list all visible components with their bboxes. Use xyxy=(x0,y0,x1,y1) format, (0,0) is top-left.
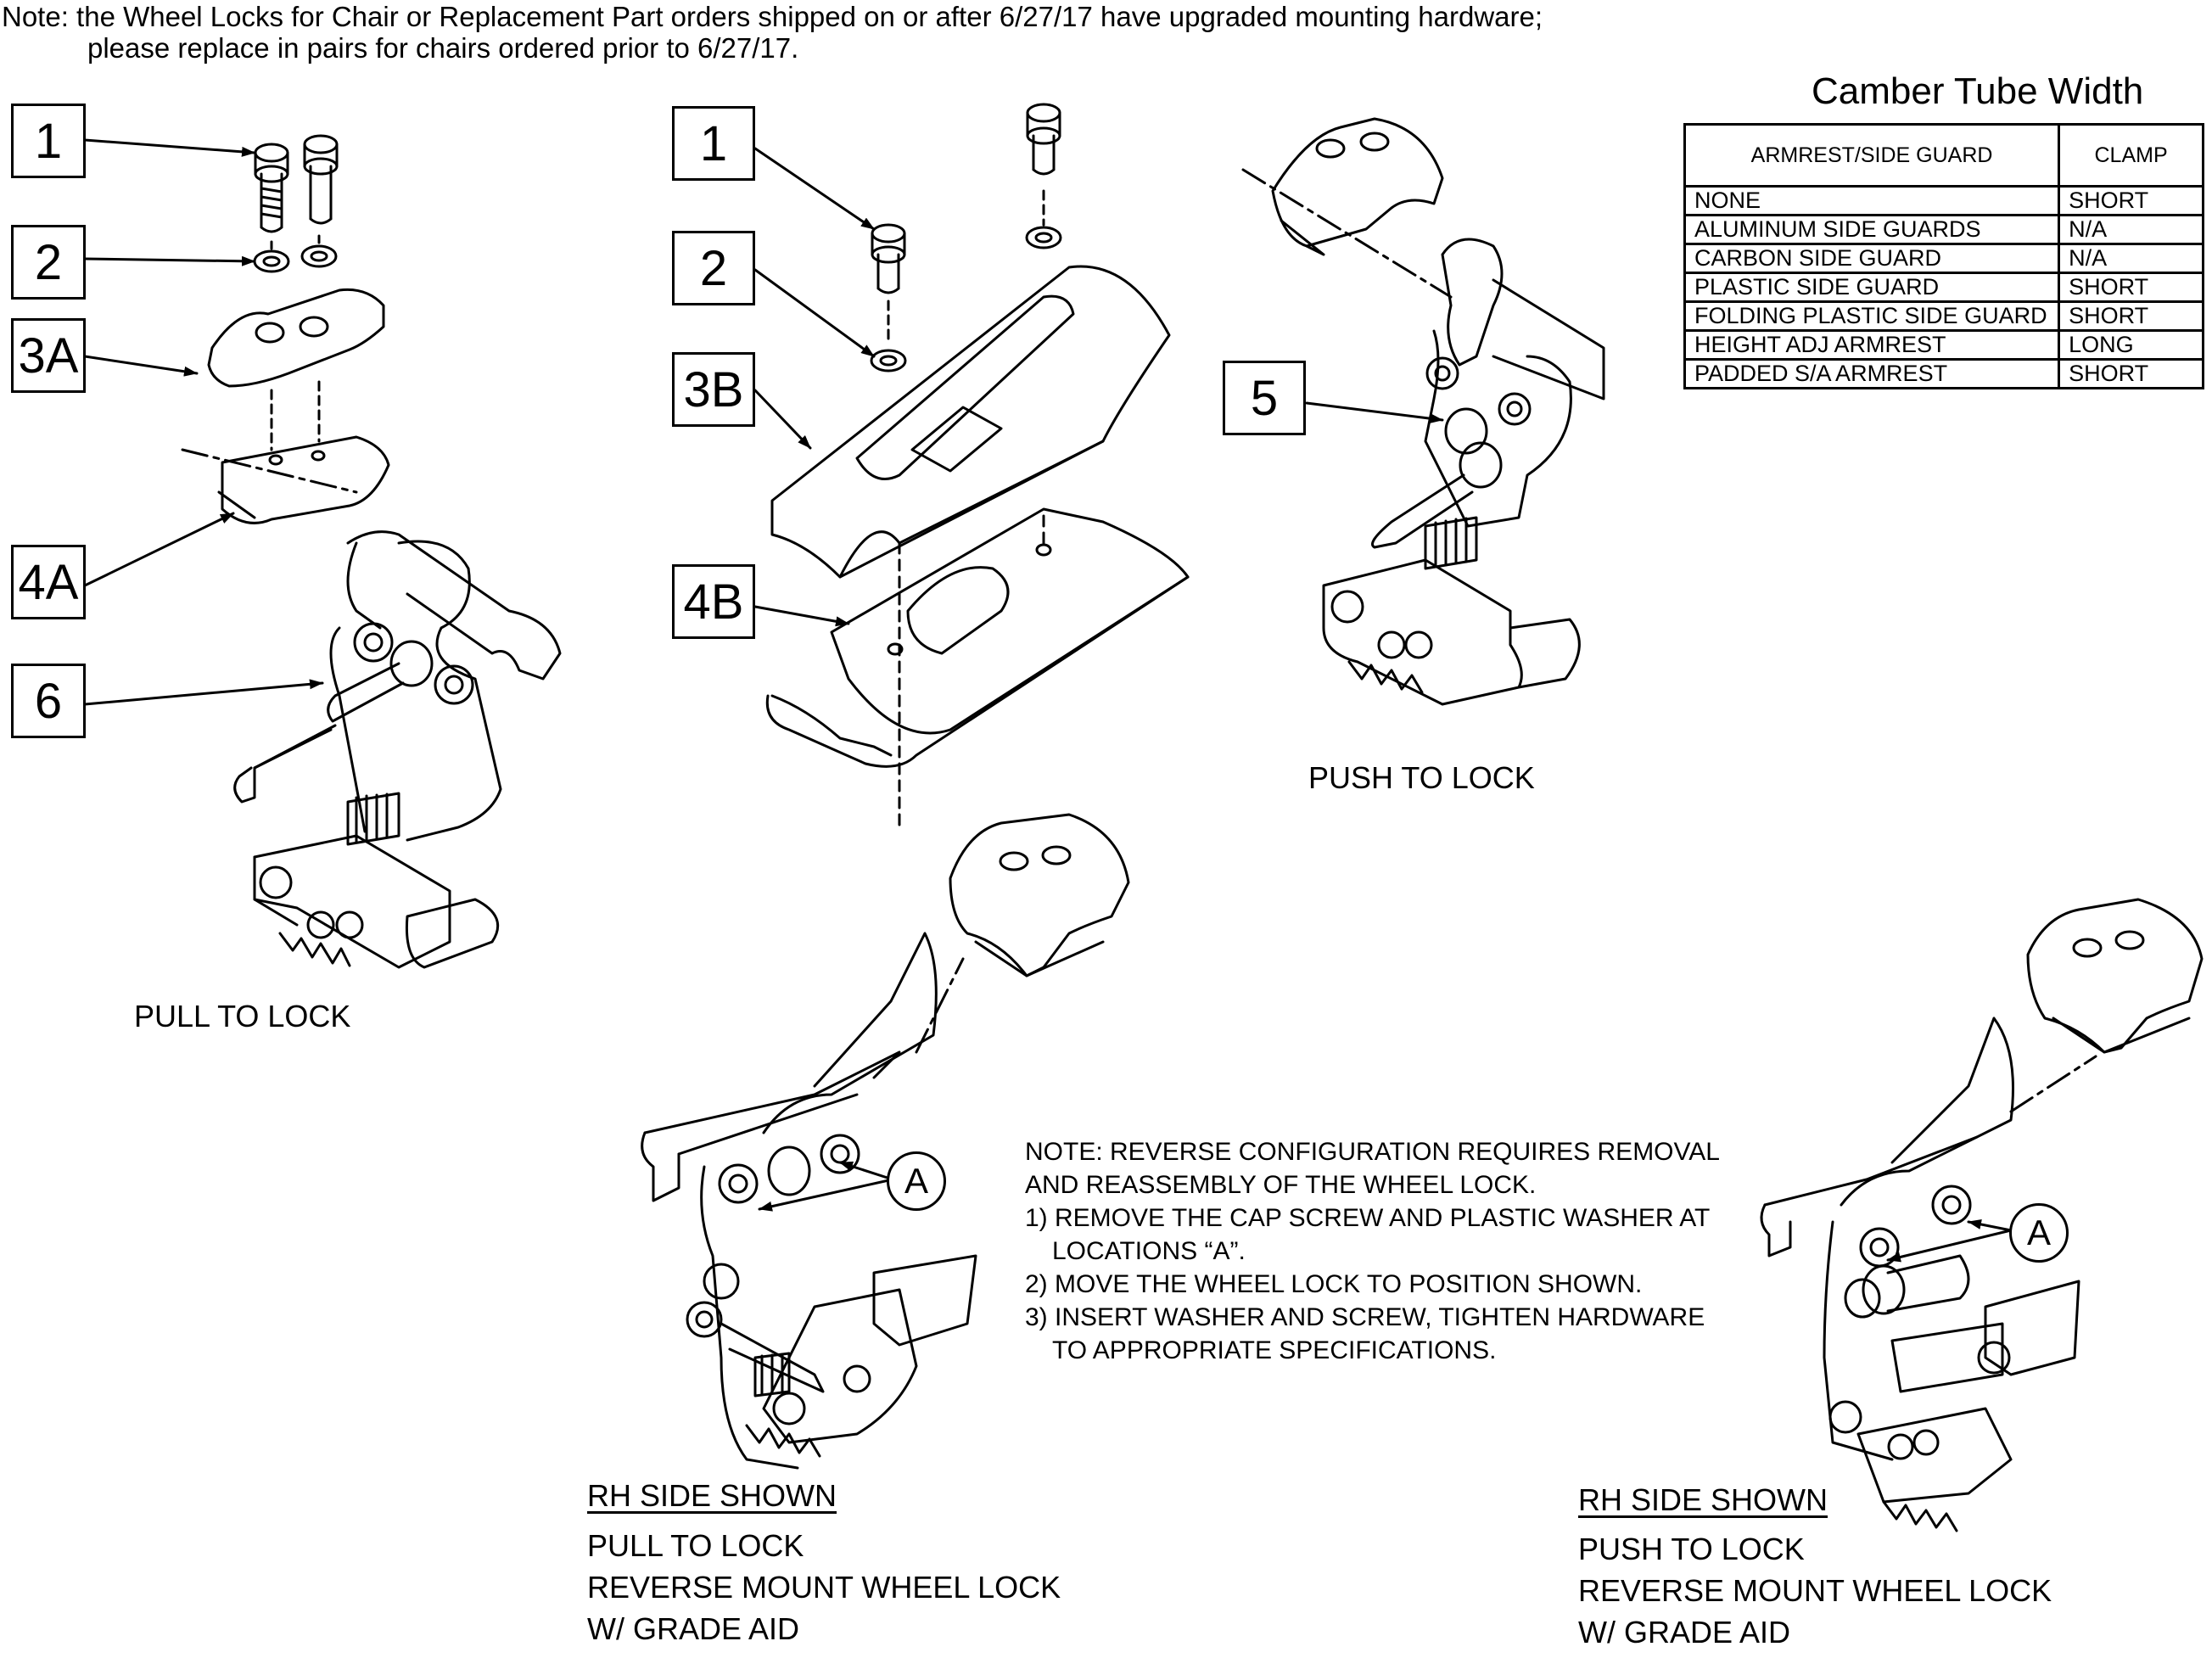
callout-box-4a: 4A xyxy=(11,545,86,619)
bottom-right-assembly-drawing xyxy=(1760,898,2204,1532)
table-cell: PADDED S/A ARMREST xyxy=(1683,358,2061,389)
reverse-note-line-4: LOCATIONS “A”. xyxy=(1052,1237,1246,1265)
table-header-armrest: ARMREST/SIDE GUARD xyxy=(1683,123,2061,188)
table-cell: HEIGHT ADJ ARMREST xyxy=(1683,329,2061,361)
table-cell: LONG xyxy=(2058,329,2204,361)
bottom-left-line-2: REVERSE MOUNT WHEEL LOCK xyxy=(587,1570,1061,1605)
table-cell: CARBON SIDE GUARD xyxy=(1683,243,2061,274)
reverse-note-line-5: 2) MOVE THE WHEEL LOCK TO POSITION SHOWN… xyxy=(1025,1270,1643,1298)
table-cell: SHORT xyxy=(2058,358,2204,389)
camber-table-title: Camber Tube Width xyxy=(1812,70,2144,112)
table-cell: FOLDING PLASTIC SIDE GUARD xyxy=(1683,300,2061,332)
callout-box-6: 6 xyxy=(11,664,86,738)
bottom-right-line-1: PUSH TO LOCK xyxy=(1578,1532,1805,1566)
table-cell: SHORT xyxy=(2058,300,2204,332)
upgrade-note-line-1: Note: the Wheel Locks for Chair or Repla… xyxy=(2,1,1543,32)
table-cell: PLASTIC SIDE GUARD xyxy=(1683,272,2061,303)
bottom-left-assembly-drawing xyxy=(641,813,1130,1470)
table-header-clamp: CLAMP xyxy=(2058,123,2204,188)
table-cell: N/A xyxy=(2058,243,2204,274)
bottom-left-heading: RH SIDE SHOWN xyxy=(587,1478,837,1513)
bottom-right-line-3: W/ GRADE AID xyxy=(1578,1615,1791,1650)
upgrade-note-line-2: please replace in pairs for chairs order… xyxy=(87,32,799,64)
table-cell: NONE xyxy=(1683,185,2061,216)
left-assembly-drawing xyxy=(181,134,562,969)
callout-box-1-middle: 1 xyxy=(672,106,755,181)
left-cap-screws xyxy=(254,134,339,233)
right-assembly-drawing xyxy=(1241,117,1605,706)
callout-box-2-left: 2 xyxy=(11,225,86,300)
table-header-row: ARMREST/SIDE GUARD CLAMP xyxy=(1683,123,2204,188)
callout-box-4b: 4B xyxy=(672,564,755,639)
bottom-left-line-3: W/ GRADE AID xyxy=(587,1611,800,1646)
location-a-circle-right: A xyxy=(2009,1203,2069,1263)
table-cell: ALUMINUM SIDE GUARDS xyxy=(1683,214,2061,245)
reverse-note-line-7: TO APPROPRIATE SPECIFICATIONS. xyxy=(1052,1336,1497,1364)
pull-to-lock-caption: PULL TO LOCK xyxy=(134,999,351,1033)
callout-box-1-left: 1 xyxy=(11,104,86,178)
reverse-note-line-3: 1) REMOVE THE CAP SCREW AND PLASTIC WASH… xyxy=(1025,1204,1711,1232)
bottom-left-line-1: PULL TO LOCK xyxy=(587,1528,804,1563)
bottom-right-line-2: REVERSE MOUNT WHEEL LOCK xyxy=(1578,1573,2052,1608)
location-a-circle-left: A xyxy=(887,1151,946,1211)
table-cell: N/A xyxy=(2058,214,2204,245)
push-to-lock-caption: PUSH TO LOCK xyxy=(1308,760,1535,795)
callout-box-2-middle: 2 xyxy=(672,231,755,305)
callout-box-5: 5 xyxy=(1223,361,1306,435)
reverse-note-line-2: AND REASSEMBLY OF THE WHEEL LOCK. xyxy=(1025,1171,1537,1199)
callout-box-3b: 3B xyxy=(672,352,755,427)
table-cell: SHORT xyxy=(2058,185,2204,216)
middle-assembly-drawing xyxy=(765,103,1190,833)
reverse-note-line-6: 3) INSERT WASHER AND SCREW, TIGHTEN HARD… xyxy=(1025,1303,1705,1331)
bottom-right-heading: RH SIDE SHOWN xyxy=(1578,1482,1828,1517)
callout-box-3a: 3A xyxy=(11,318,86,393)
table-cell: SHORT xyxy=(2058,272,2204,303)
reverse-note-line-1: NOTE: REVERSE CONFIGURATION REQUIRES REM… xyxy=(1025,1138,1720,1166)
